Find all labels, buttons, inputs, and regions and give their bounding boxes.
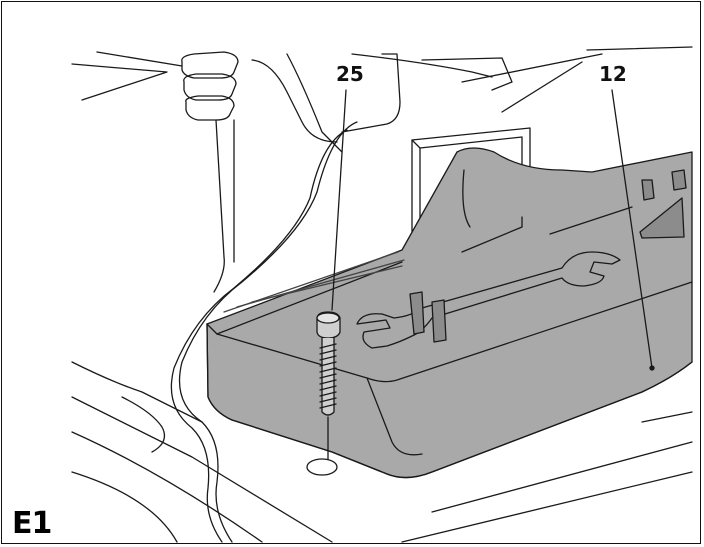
callout-label-25: 25 bbox=[336, 62, 364, 86]
leader-dot-12 bbox=[649, 365, 655, 371]
figure-label: E1 bbox=[12, 506, 52, 541]
spanner bbox=[356, 251, 621, 349]
base-frame bbox=[71, 361, 693, 543]
callout-label-12: 12 bbox=[599, 62, 627, 86]
leader-line-12 bbox=[611, 89, 653, 369]
screw-25 bbox=[306, 311, 341, 476]
machine-background bbox=[71, 46, 693, 293]
power-cable bbox=[170, 121, 358, 543]
leader-line-25 bbox=[331, 89, 347, 311]
